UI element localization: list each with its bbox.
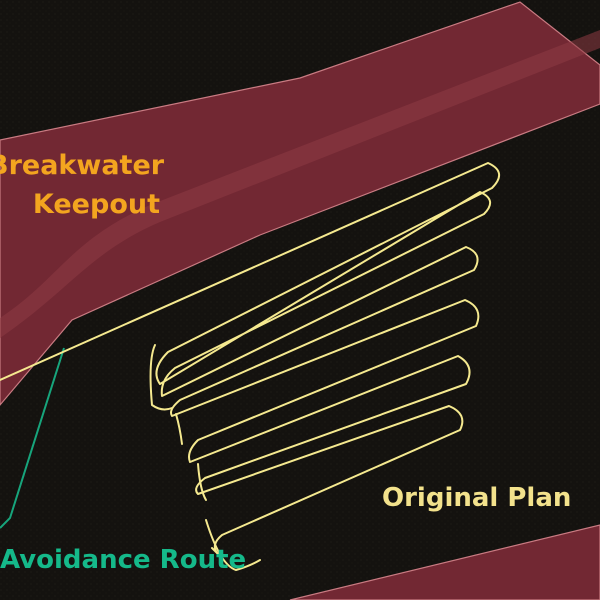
breakwater-keepout-label-line2: Keepout xyxy=(32,189,160,220)
breakwater-structure xyxy=(0,30,600,338)
avoidance-route-line[interactable] xyxy=(0,347,65,529)
original-plan-path[interactable] xyxy=(0,162,500,571)
original-plan-label: Original Plan xyxy=(382,483,572,513)
secondary-keepout-zone[interactable] xyxy=(289,524,600,600)
breakwater-keepout-label: Breakwater Keepout xyxy=(0,146,165,224)
breakwater-keepout-label-line1: Breakwater xyxy=(0,150,165,181)
avoidance-route-label: Avoidance Route xyxy=(0,545,247,575)
